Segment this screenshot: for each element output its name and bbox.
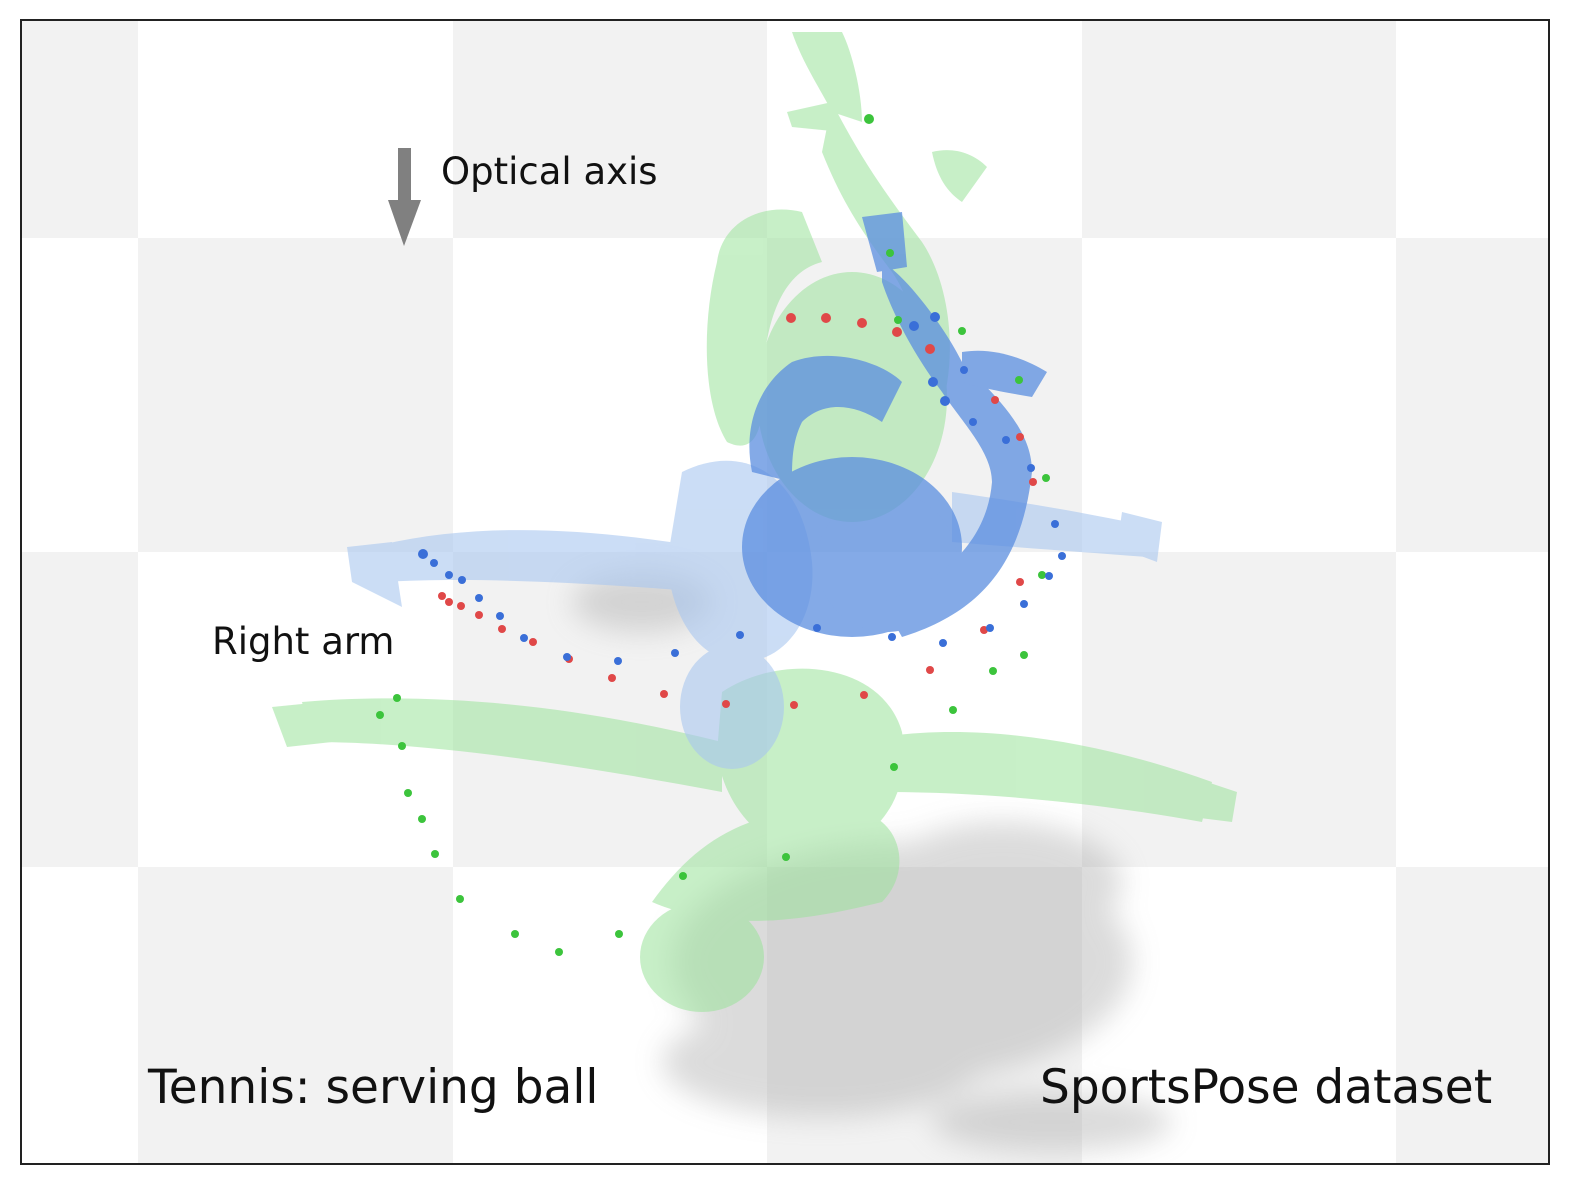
render-scene	[22, 21, 1548, 1163]
caption-dataset: SportsPose dataset	[1040, 1060, 1493, 1115]
keypoints-green	[376, 114, 1050, 956]
predicted-mesh-upper	[742, 212, 1047, 637]
down-arrow-icon	[388, 148, 421, 246]
optical-axis-label: Optical axis	[441, 150, 658, 193]
right-arm-label: Right arm	[212, 620, 395, 663]
figure-frame	[20, 19, 1550, 1165]
keypoints-blue	[418, 312, 1066, 665]
keypoints-red	[438, 313, 1037, 709]
caption-activity: Tennis: serving ball	[148, 1060, 599, 1115]
